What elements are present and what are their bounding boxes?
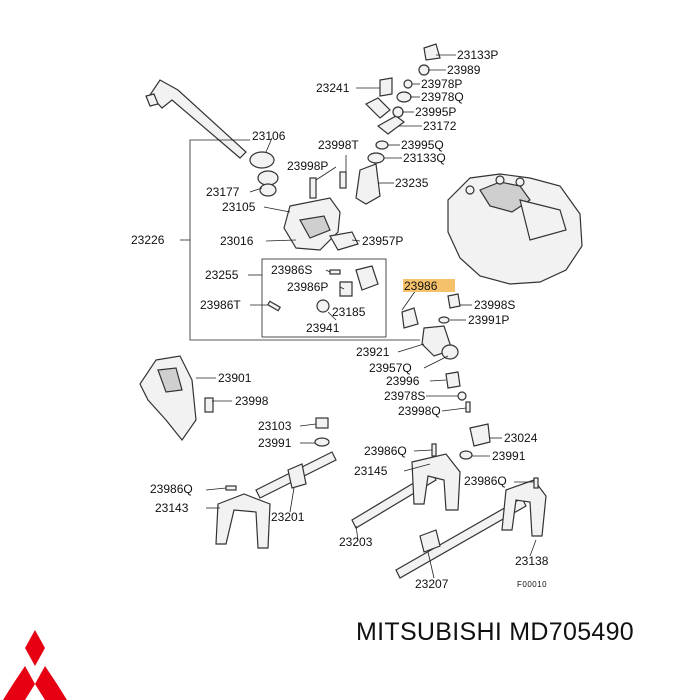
part-label: 23185: [332, 305, 366, 319]
part-label: 23978Q: [421, 90, 464, 104]
part-label: 23991: [258, 436, 292, 450]
logo-diamonds: [3, 630, 67, 700]
parts-diagram: 23133P 23989 23978P 23978Q 23995P 23172 …: [131, 43, 583, 591]
part-label: 23998T: [318, 138, 359, 152]
part-label: 23991: [492, 449, 526, 463]
part-label: 23024: [504, 431, 538, 445]
part-label: 23986T: [200, 298, 241, 312]
part-label: 23996: [386, 374, 420, 388]
part-label: 23986Q: [364, 444, 407, 458]
part-label: 23957P: [362, 234, 403, 248]
part-label: 23138: [515, 554, 549, 568]
part-label-highlighted: 23986: [404, 279, 438, 293]
part-label: 23143: [155, 501, 189, 515]
part-label: 23986Q: [150, 482, 193, 496]
brand-caption: MITSUBISHI MD705490: [356, 618, 635, 646]
part-label: 23177: [206, 185, 240, 199]
part-label: 23226: [131, 233, 165, 247]
part-label: 23133P: [457, 48, 498, 62]
mitsubishi-logo: [3, 630, 67, 700]
part-label: 23998S: [474, 298, 515, 312]
part-label: 23241: [316, 81, 350, 95]
part-label: 23986Q: [464, 474, 507, 488]
part-label: 23235: [395, 176, 429, 190]
part-labels: 23133P 23989 23978P 23978Q 23995P 23172 …: [131, 48, 549, 591]
part-label: 23921: [356, 345, 390, 359]
part-label: 23998P: [287, 159, 328, 173]
part-label: 23207: [415, 577, 449, 591]
part-label: 23995Q: [401, 138, 444, 152]
part-label: 23978S: [384, 389, 425, 403]
part-label: 23172: [423, 119, 457, 133]
part-label: 23957Q: [369, 361, 412, 375]
part-label: 23201: [271, 510, 305, 524]
part-label: 23255: [205, 268, 239, 282]
leader-lines: [180, 54, 537, 579]
part-label: 23105: [222, 200, 256, 214]
part-label: 23991P: [468, 313, 509, 327]
part-label: 23986P: [287, 280, 328, 294]
part-label: 23995P: [415, 105, 456, 119]
part-label: 23998: [235, 394, 269, 408]
highlight-box: [403, 279, 455, 292]
part-label: 23901: [218, 371, 252, 385]
figure-code: F00010: [517, 580, 547, 589]
part-label: 23978P: [421, 77, 462, 91]
part-label: 23145: [354, 464, 388, 478]
part-label: 23103: [258, 419, 292, 433]
parts-drawings: [139, 43, 583, 579]
part-label: 23133Q: [403, 151, 446, 165]
part-label: 23941: [306, 321, 340, 335]
part-label: 23106: [252, 129, 286, 143]
part-label: 23016: [220, 234, 254, 248]
part-label: 23989: [447, 63, 481, 77]
part-label: 23998Q: [398, 404, 441, 418]
part-label: 23203: [339, 535, 373, 549]
part-label: 23986S: [271, 263, 312, 277]
